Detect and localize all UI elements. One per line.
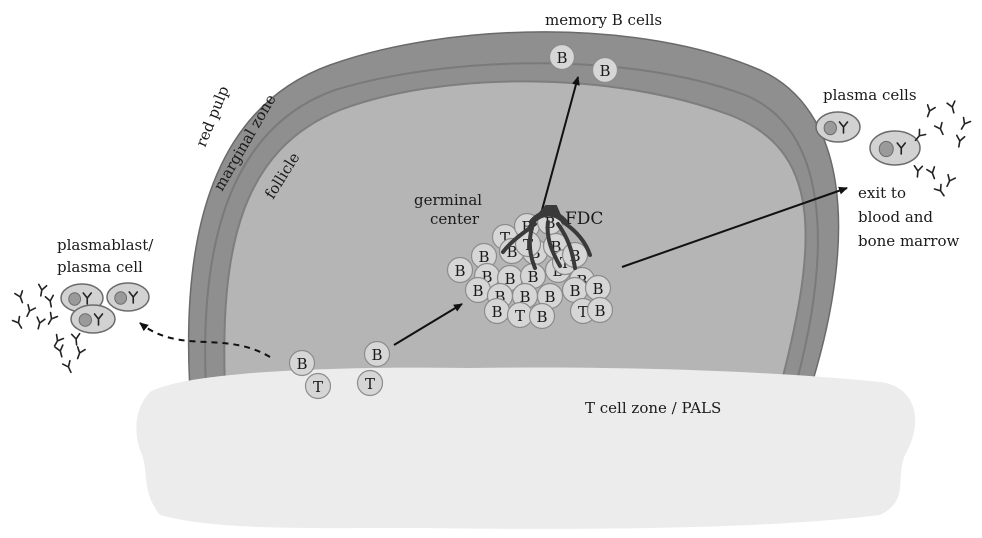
gc-cell-21: B <box>584 274 612 302</box>
antibody-icon <box>933 183 945 197</box>
red-pulp-label: red pulp <box>192 83 233 149</box>
migrating-t-cell-1: T <box>304 372 332 400</box>
plasmablast-cell-2 <box>106 282 150 312</box>
gc-cell-4-letter: B <box>478 248 489 266</box>
gc-cell-8: B <box>446 256 474 284</box>
antibody-icon <box>128 291 139 304</box>
antibody-icon <box>955 134 966 148</box>
gc-cell-1-letter: B <box>521 218 532 236</box>
gc-cell-19-letter: B <box>544 288 555 306</box>
plasmablast-cell-3 <box>70 304 116 334</box>
memory-b-cell-1-letter: B <box>556 49 567 67</box>
gc-cell-15-letter: B <box>569 247 580 265</box>
gc-cell-25-letter: T <box>578 303 588 321</box>
antibody-icon <box>933 121 944 136</box>
migrating-b-cell-2-letter: B <box>371 346 382 364</box>
exit-label-line1: exit to <box>858 184 906 202</box>
germinal-center-label-line1: germinal <box>414 191 482 209</box>
gc-cell-26: B <box>586 296 614 324</box>
plasmablast-label-line2: plasma cell <box>57 258 143 276</box>
gc-cell-8-letter: B <box>454 262 465 280</box>
exit-label-line3: bone marrow <box>858 232 959 250</box>
antibody-icon <box>37 283 48 297</box>
migrating-b-cell-2: B <box>363 340 391 368</box>
plasma-cells-label: plasma cells <box>823 86 917 104</box>
antibody-icon <box>44 294 55 308</box>
migrating-t-cell-2: T <box>356 369 384 397</box>
gc-cell-17-letter: B <box>494 288 505 306</box>
migrating-b-cell-1-letter: B <box>296 355 307 373</box>
antibody-icon <box>36 316 46 330</box>
antibody-icon <box>11 315 23 329</box>
dashed-arrow-to-plasmablast <box>139 322 271 358</box>
gc-cell-16: B <box>464 276 492 304</box>
fdc-cell <box>501 205 592 270</box>
antibody-icon <box>82 292 93 305</box>
memory-b-cells-label: memory B cells <box>545 11 662 29</box>
antibody-glyphs <box>11 100 972 374</box>
gc-cell-22-letter: B <box>491 303 502 321</box>
antibody-icon <box>838 121 849 134</box>
plasma-cells-right <box>815 111 921 166</box>
antibody-icon <box>70 332 81 346</box>
gc-cell-23: T <box>506 301 534 329</box>
gc-cell-9-letter: B <box>481 268 492 286</box>
gc-cell-22: B <box>483 297 511 325</box>
antibody-icon <box>47 311 59 325</box>
gc-cell-26-letter: B <box>594 302 605 320</box>
antibody-icon <box>93 313 104 326</box>
migrating-t-cell-2-letter: T <box>365 375 375 393</box>
plasmablast-cells-left <box>60 282 150 334</box>
memory-b-cell-1: B <box>548 43 576 71</box>
fdc-label: FDC <box>565 209 603 229</box>
gc-cell-3-letter: B <box>506 243 517 261</box>
plasma-cell-right-2 <box>869 130 921 166</box>
memory-b-cell-2-letter: B <box>599 62 610 80</box>
arrow-to-memory-b-cells <box>541 76 580 211</box>
antibody-icon <box>76 346 86 360</box>
migrating-b-cell-1: B <box>288 349 316 377</box>
gc-cell-23-letter: T <box>515 307 525 325</box>
antibody-icon <box>946 173 957 188</box>
antibody-icon <box>960 116 972 130</box>
plasma-cell-right-1 <box>815 111 861 143</box>
antibody-icon <box>14 290 24 304</box>
gc-cell-10-letter: B <box>504 270 515 288</box>
antibody-icon <box>896 142 907 155</box>
t-cell-zone-region <box>136 367 916 529</box>
antibody-icon <box>26 303 37 318</box>
antibody-icon <box>926 104 936 118</box>
gc-cell-2-letter: B <box>544 214 555 232</box>
gc-cell-20-letter: B <box>569 282 580 300</box>
antibody-icon <box>946 100 956 114</box>
antibody-icon <box>53 333 65 347</box>
antibody-icon <box>914 128 927 142</box>
gc-cell-18-letter: B <box>519 288 530 306</box>
gc-cell-24-letter: B <box>536 308 547 326</box>
t-cell-zone-label: T cell zone / PALS <box>585 399 721 417</box>
exit-label-line2: blood and <box>858 208 933 226</box>
migrating-t-cell-1-letter: T <box>313 378 323 396</box>
arrow-to-germinal-center <box>393 303 463 346</box>
gc-cell-0-letter: T <box>500 229 510 247</box>
arrow-to-plasma-cells <box>621 186 848 268</box>
antibody-icon <box>913 164 924 178</box>
plasmablast-label-line1: plasmablast/ <box>57 236 154 254</box>
marginal-zone-boundary <box>204 62 819 389</box>
antibody-icon <box>54 344 64 358</box>
antibody-icon <box>61 359 72 374</box>
gc-cell-11-letter: B <box>527 268 538 286</box>
gc-cell-6-letter: B <box>550 238 561 256</box>
gc-cell-16-letter: B <box>472 282 483 300</box>
memory-b-cell-2: B <box>591 56 619 84</box>
gc-cell-21-letter: B <box>592 280 603 298</box>
antibody-icon <box>926 166 936 180</box>
gc-cell-24: B <box>528 302 556 330</box>
germinal-center-label-line2: center <box>430 210 480 228</box>
